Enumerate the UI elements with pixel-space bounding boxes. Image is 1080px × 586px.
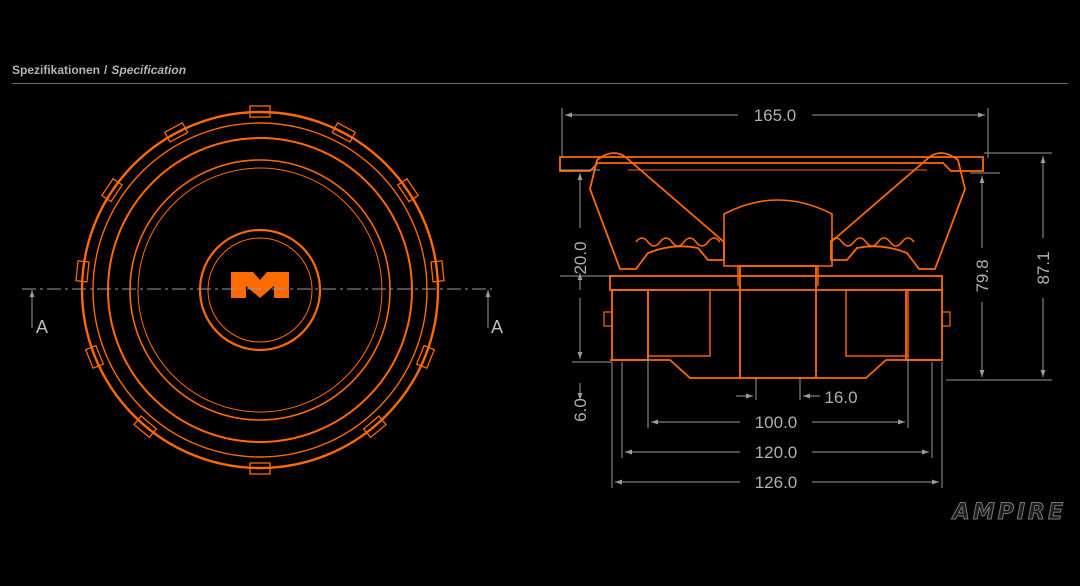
basket-arm-right (830, 152, 966, 270)
side-view: 165.0 87.1 79.8 20.0 6.0 16.0 (559, 106, 1053, 492)
magnet-right-outer (905, 289, 943, 361)
ampire-m-logo-icon (231, 272, 289, 298)
cone-edge (129, 159, 391, 421)
magnet-left-inner (647, 289, 711, 357)
bolt-left (603, 311, 613, 327)
dim-mount-depth: 79.8 (973, 259, 992, 292)
dust-cap-inner (207, 237, 313, 343)
cone-inner (137, 167, 383, 413)
mounting-tabs (75, 105, 445, 475)
dim-pole-diameter: 16.0 (824, 388, 857, 407)
frame-flange (559, 156, 984, 172)
section-mark-left: A (36, 317, 48, 337)
dim-outer-diameter: 165.0 (754, 106, 797, 125)
basket-arm-left (589, 152, 725, 270)
title-english: Specification (111, 63, 187, 77)
dim-magnet-thickness: 6.0 (571, 398, 590, 422)
brand-logo: AMPIRE (951, 500, 1066, 525)
spider-right (829, 237, 915, 247)
pole-piece (739, 265, 817, 379)
magnet-left-outer (611, 289, 649, 361)
spider-left (635, 237, 721, 247)
dim-top-height: 20.0 (571, 241, 590, 274)
section-mark-right: A (491, 317, 503, 337)
bolt-right (941, 311, 951, 327)
dim-magnet-outer: 120.0 (755, 443, 798, 462)
dim-total-depth: 87.1 (1034, 251, 1053, 284)
dim-basket-width: 126.0 (755, 473, 798, 492)
dim-magnet-inner: 100.0 (755, 413, 798, 432)
section-header: Spezifikationen/Specification (12, 63, 186, 77)
back-plate (610, 359, 942, 379)
frame-outer-ring (80, 110, 440, 470)
dust-cap-outer (198, 228, 322, 352)
surround-outer (107, 137, 413, 443)
title-separator: / (104, 63, 108, 77)
title-german: Spezifikationen (12, 63, 101, 77)
frame-inner-ring (92, 122, 428, 458)
dust-cap-dome (723, 199, 833, 267)
header-rule (12, 83, 1068, 84)
front-view: A A (22, 105, 503, 475)
top-plate (609, 275, 943, 291)
magnet-right-inner (845, 289, 909, 357)
